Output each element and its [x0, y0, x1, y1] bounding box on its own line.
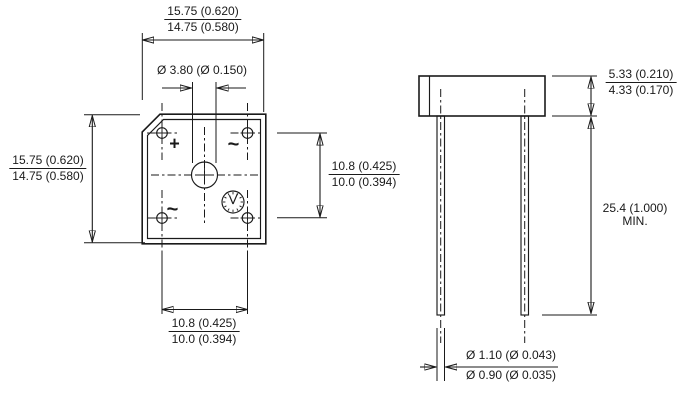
dim-lead-diameter-max-label: Ø 1.10 (Ø 0.043) [465, 348, 557, 362]
terminal-bottom-right [230, 190, 262, 252]
positive-terminal-symbol: + [169, 133, 180, 153]
terminal-top-left [147, 103, 179, 160]
dim-pin-spacing-vertical [277, 132, 327, 219]
dim-pin-spacing-vertical-label: 10.8 (0.425) 10.0 (0.394) [328, 160, 400, 189]
front-view [84, 33, 327, 314]
dim-case-height-label: 5.33 (0.210) 4.33 (0.170) [605, 68, 677, 97]
dim-case-height [552, 75, 597, 117]
clock-logo-icon [221, 190, 245, 214]
dim-max-value: 5.33 (0.210) [605, 68, 677, 83]
dim-max-value: 10.8 (0.425) [168, 317, 240, 332]
dim-value: 25.4 (1.000) [602, 201, 668, 215]
dim-body-width-label: 15.75 (0.620) 14.75 (0.580) [164, 5, 242, 34]
dim-body-width [141, 33, 265, 112]
dim-lead-diameter [420, 328, 558, 381]
dim-lead-length-label: 25.4 (1.000) MIN. [603, 202, 668, 228]
dim-body-height [84, 114, 145, 244]
lead-left [436, 89, 446, 343]
ac-terminal-symbol-bottom: ~ [166, 198, 179, 220]
dim-lead-diameter-min-label: Ø 0.90 (Ø 0.035) [465, 368, 557, 382]
dim-hole-diameter-label: Ø 3.80 (Ø 0.150) [156, 63, 248, 77]
dim-min-value: 4.33 (0.170) [608, 82, 674, 97]
lead-right [520, 89, 530, 343]
side-view [418, 75, 597, 381]
clock-hands [228, 193, 239, 205]
dim-min-value: 14.75 (0.580) [167, 19, 239, 34]
terminal-bottom-left [147, 190, 179, 252]
dim-min-value: 10.0 (0.394) [171, 331, 237, 346]
dim-hole-diameter [162, 82, 246, 163]
dim-min-value: 14.75 (0.580) [12, 168, 84, 183]
ac-terminal-symbol-top: ~ [227, 133, 240, 156]
dim-lead-length [542, 118, 597, 316]
body-outline-outer [141, 113, 267, 245]
dim-pin-spacing-horizontal-label: 10.8 (0.425) 10.0 (0.394) [168, 317, 240, 346]
dim-max-value: 15.75 (0.620) [164, 5, 242, 20]
terminal-top-right [230, 103, 262, 160]
dim-qualifier: MIN. [622, 213, 648, 228]
side-body-outline [418, 75, 546, 117]
dim-max-value: 10.8 (0.425) [328, 160, 400, 175]
dim-min-value: 10.0 (0.394) [331, 174, 397, 189]
mounting-hole [151, 127, 258, 223]
dim-max-value: 15.75 (0.620) [9, 154, 87, 169]
dim-pin-spacing-horizontal [161, 252, 248, 314]
dim-body-height-label: 15.75 (0.620) 14.75 (0.580) [9, 154, 87, 183]
